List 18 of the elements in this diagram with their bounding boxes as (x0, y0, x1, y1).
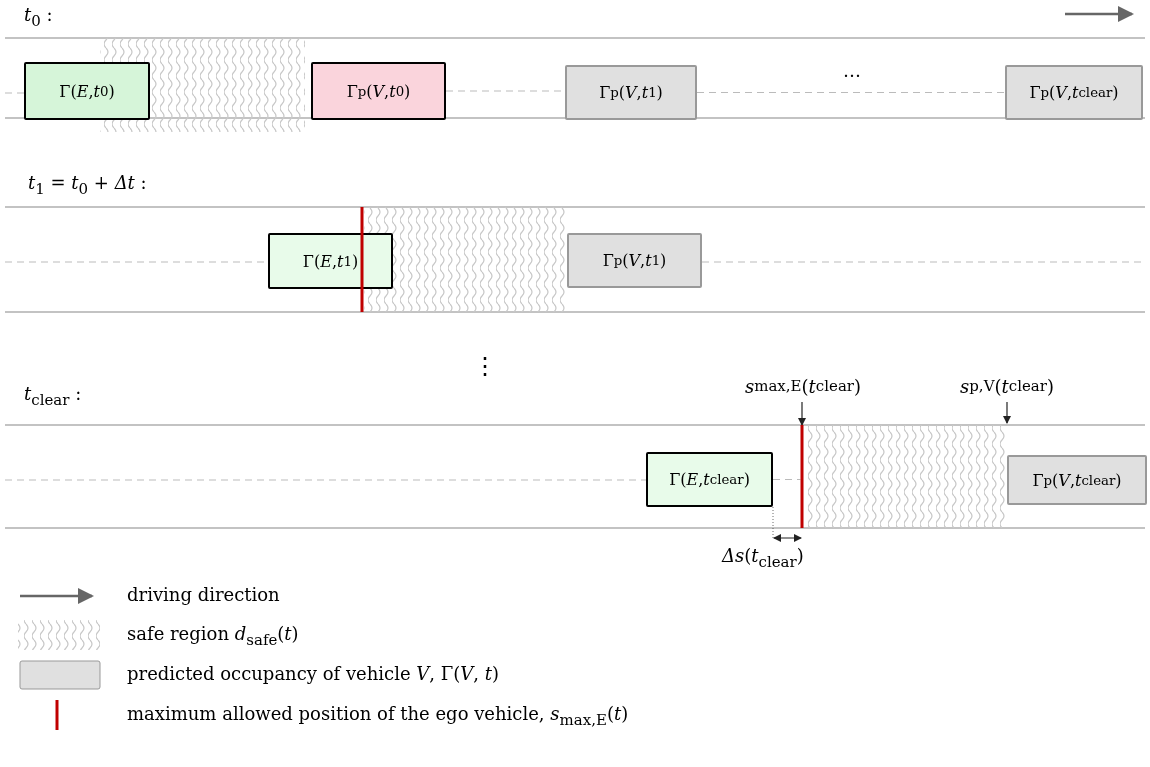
lane-marking (696, 91, 1006, 94)
legend-text: predicted occupancy of vehicle V, Γ(V, t) (127, 663, 499, 684)
position-limit-line (360, 207, 364, 312)
dimension-label: Δs(t$_{clear}$) (722, 545, 804, 571)
legend-text: maximum allowed position of the ego vehicle, s$_{max,E}$(t) (127, 703, 629, 729)
legend-text: driving direction (127, 584, 280, 605)
position-limit-line (800, 425, 804, 528)
safe-region-hatch (805, 425, 1005, 528)
leader-arrow (1003, 401, 1011, 424)
ellipsis: ⋮ (473, 352, 497, 380)
leader-arrow (798, 401, 806, 426)
safe-region-hatch (364, 207, 568, 312)
legend-text: safe region d$_{safe}$(t) (127, 623, 299, 649)
lane-marking (772, 478, 802, 481)
time-label: t$_{0}$ : (24, 4, 53, 30)
time-label: t$_{clear}$ : (24, 383, 82, 409)
ellipsis: … (843, 60, 861, 81)
time-label: t$_{1}$ = t$_{0}$ + Δt : (28, 172, 147, 198)
